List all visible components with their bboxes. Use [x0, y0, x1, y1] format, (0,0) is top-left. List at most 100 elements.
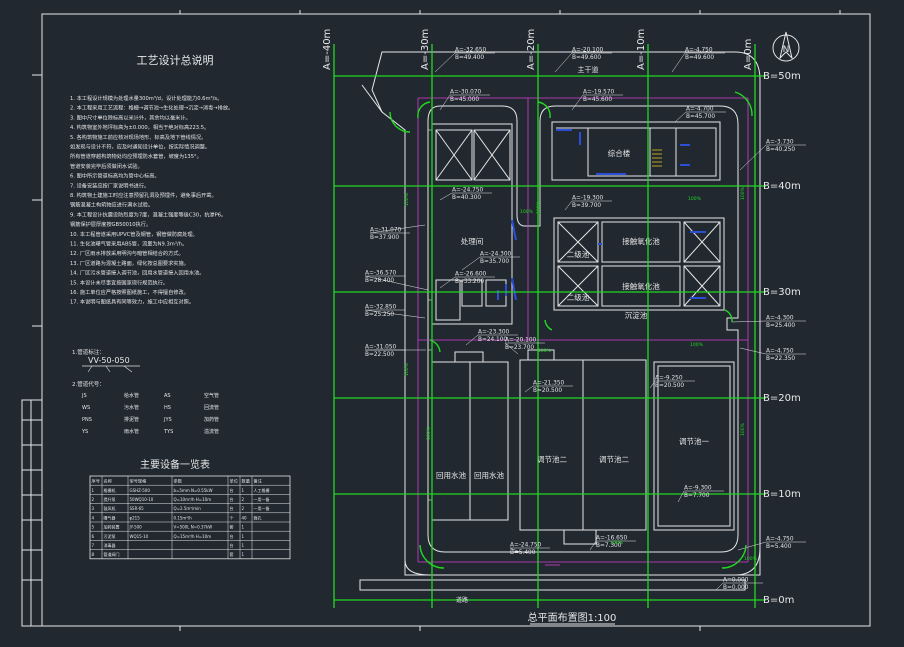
coordinate-a: A=-24.750: [452, 188, 484, 194]
legend-cell: WS: [82, 405, 90, 411]
legend-cell: 污水管: [124, 404, 139, 411]
note-line: 15. 本设计未尽事宜按国家现行规范执行。: [70, 278, 168, 286]
coordinate-b: B=49.600: [572, 55, 601, 61]
biochem-2-label: 接触氧化池: [622, 281, 660, 291]
table-cell: 加药装置: [104, 524, 120, 530]
coordinate-leader: [554, 52, 573, 73]
legend-cell: TYS: [163, 429, 173, 435]
north-arrow-label: N: [783, 45, 790, 55]
slope-mark: 100%: [688, 196, 702, 202]
coordinate-a: A=-30.070: [450, 90, 482, 96]
table-cell: Q=10m³/h H=10m: [174, 497, 212, 502]
table-cell: 4: [92, 515, 95, 520]
table-header: 单位: [230, 478, 238, 485]
grid-label-b: B=30m: [763, 287, 801, 298]
note-line: 钢筋混凝土构筑物应进行满水试验。: [70, 201, 153, 209]
coordinate-b: B=23.700: [505, 345, 534, 351]
legend-cell: JYS: [163, 417, 172, 423]
coordinate-a: A=-36.570: [365, 271, 397, 277]
table-header: 备注: [254, 478, 263, 485]
table-cell: 台: [230, 505, 234, 511]
note-line: 钢筋保护层厚度按GB50010执行。: [70, 220, 151, 228]
table-cell: 曝气器: [104, 514, 116, 520]
table-cell: 1: [242, 534, 245, 539]
table-header: 型号规格: [130, 478, 148, 485]
legend-header: 1.管道标注：: [72, 348, 105, 356]
slope-mark: 100%: [740, 186, 746, 200]
coordinate-b: B=20.500: [655, 383, 684, 389]
coordinate-leader: [364, 309, 426, 319]
slope-mark: 100%: [404, 192, 410, 206]
table-cell: 台: [230, 542, 234, 548]
coordinate-b: B=33.200: [455, 279, 484, 285]
coordinate-leader: [671, 52, 686, 73]
legend-cell: AS: [164, 393, 171, 399]
table-cell: 1: [242, 552, 245, 557]
coordinate-b: B=24.100: [478, 337, 507, 343]
anoxic-2-label: 二级池: [567, 292, 590, 302]
equipment-title: 主要设备一览表: [140, 458, 210, 471]
coordinate-a: A=-4.750: [766, 537, 794, 543]
note-line: 4. 构筑物室外地坪标高为±0.000，相当于绝对标高223.5。: [70, 123, 209, 131]
coordinate-a: A=-4.750: [685, 48, 713, 54]
table-cell: 台: [230, 487, 234, 493]
grid-label-a: A=-20m: [526, 29, 537, 70]
slope-mark: 100%: [538, 348, 552, 354]
table-cell: 6: [92, 534, 95, 539]
equipment-table-frame: [89, 475, 291, 560]
equipment-blue: [497, 129, 706, 301]
table-cell: 1: [92, 488, 95, 493]
legend-cell: PNS: [82, 417, 92, 423]
table-cell: 1: [242, 543, 245, 548]
table-cell: 人工格栅: [254, 487, 270, 493]
coordinate-b: B=45.700: [686, 114, 715, 120]
note-line: 6. 图中所示管道标高均为管中心标高。: [70, 172, 160, 180]
table-cell: 一用一备: [254, 496, 270, 502]
note-line: 12. 厂区雨水排放采用明沟与暗管相结合的方式。: [70, 249, 184, 257]
coordinate-leader: [439, 94, 451, 111]
coordinate-a: A=-20.100: [572, 48, 604, 54]
coordinate-leader: [364, 275, 429, 291]
regulation-1-label: 调节池一: [679, 436, 709, 446]
coordinate-a: A=-32.850: [365, 305, 397, 311]
coordinate-leader: [465, 334, 479, 346]
grid-label-b: B=20m: [763, 393, 801, 404]
north-arrow-icon: N: [772, 31, 800, 62]
coordinate-b: B=40.300: [452, 195, 481, 201]
table-cell: SSR-65: [130, 506, 145, 511]
coordinate-b: B=0.000: [723, 585, 749, 591]
coordinate-a: A=-19.570: [583, 90, 615, 96]
coordinate-a: A=0.000: [723, 578, 749, 584]
coordinate-b: B=7.300: [596, 543, 622, 549]
coordinate-b: B=25.250: [365, 312, 394, 318]
grid-label-b: B=10m: [763, 489, 801, 500]
notes-list: 1. 本工程设计规模为处理水量300m³/d，设计处理能力0.6m³/s。2. …: [70, 94, 233, 306]
reuse-1-label: 回用水池: [436, 470, 466, 480]
coordinate-b: B=25.400: [766, 323, 795, 329]
building-bio-group: [553, 217, 725, 311]
coordinate-leader: [571, 94, 584, 111]
table-cell: 台: [230, 533, 234, 539]
table-cell: 提升泵: [104, 496, 116, 502]
corner-markers: [389, 91, 753, 569]
note-line: 17. 本说明与图纸具有同等效力，施工中应相互对照。: [70, 298, 194, 306]
note-line: 8. 构筑物土建施工时应注意预留孔洞及预埋件，避免事后开凿。: [70, 191, 217, 199]
grid-label-a: A=0m: [743, 39, 754, 70]
building-workshop-label: 处理间: [461, 236, 484, 246]
coordinate-leader: [439, 276, 456, 289]
coordinate-a: A=-24.300: [480, 252, 512, 258]
coordinate-b: B=37.900: [370, 235, 399, 241]
table-header: 名称: [104, 478, 112, 485]
legend-pipe-header: 2.管道代号：: [72, 380, 105, 388]
coordinate-leader: [737, 541, 767, 551]
legend-cell: 回流管: [204, 404, 219, 411]
table-header: 参数: [174, 478, 183, 485]
coordinate-b: B=39.700: [572, 203, 601, 209]
coordinate-leader: [439, 192, 453, 201]
legend-cell: YS: [81, 429, 88, 435]
sedimentation-label: 沉淀池: [625, 310, 648, 320]
legend-cell: 给水管: [124, 392, 139, 399]
